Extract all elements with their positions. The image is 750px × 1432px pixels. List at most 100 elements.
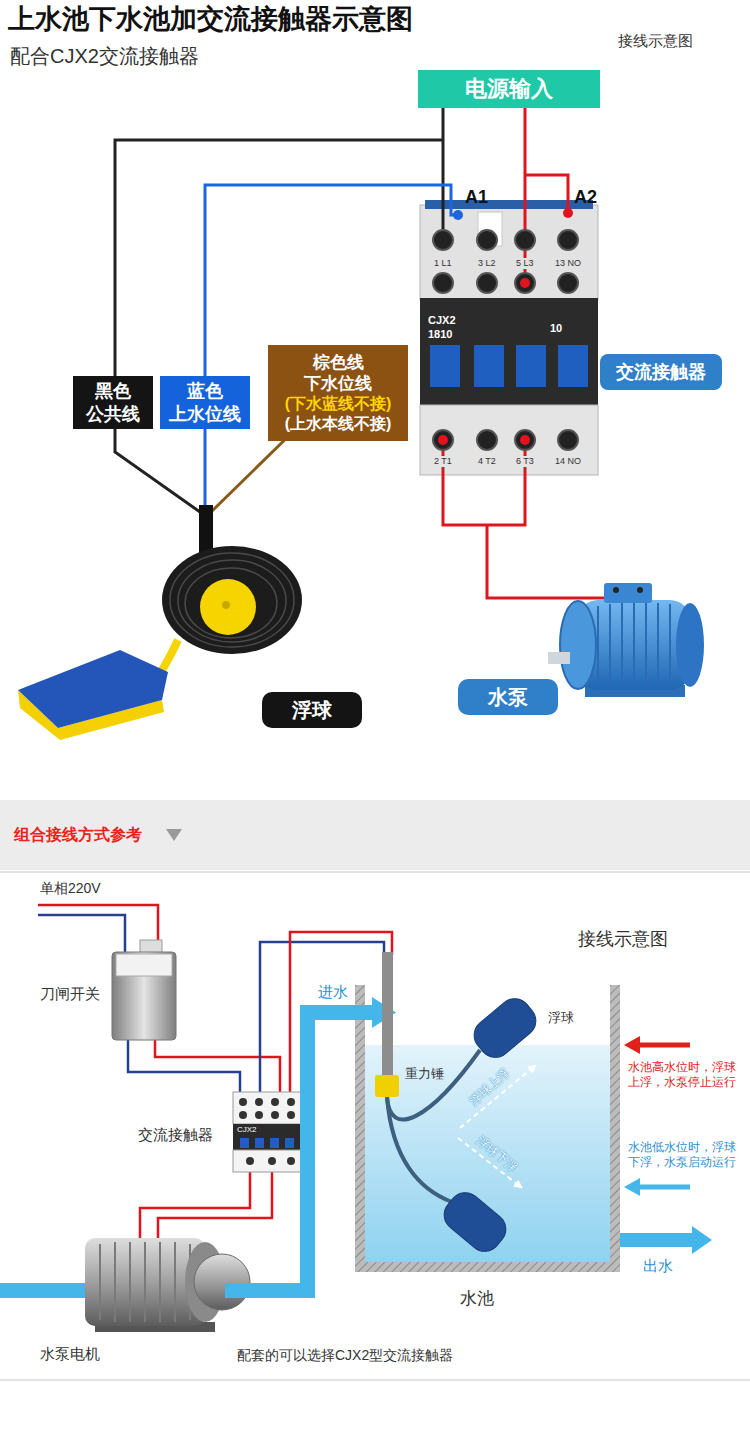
cable-coil-ring: [178, 560, 286, 642]
terminal-screw: [271, 1098, 279, 1106]
red-wire: [140, 1170, 250, 1240]
blue-wire: [128, 1040, 240, 1095]
node-text: 交流接触器: [616, 361, 706, 384]
flow-label: 进水: [318, 983, 348, 1002]
frame-line: [0, 871, 750, 873]
pipe: [0, 1283, 90, 1298]
wire-label-box: 黑色 公共线: [73, 376, 153, 429]
node-text: 组合接线方式参考: [14, 825, 142, 845]
terminal-screw: [477, 430, 497, 450]
corner-note: 接线示意图: [618, 32, 693, 51]
terminal-screw: [515, 430, 535, 450]
callout-box: 浮球: [262, 692, 362, 728]
terminal-screw: [287, 1157, 295, 1165]
terminal-name: 4 T2: [477, 456, 497, 467]
terminal-screw: [558, 273, 578, 293]
red-wire: [525, 100, 568, 283]
terminal-screw: [287, 1098, 295, 1106]
terminal-screw: [433, 430, 453, 450]
terminal-screw: [255, 1111, 263, 1119]
node-text: 棕色线 下水位线: [304, 352, 372, 395]
model-number: CJX2: [237, 1125, 257, 1135]
coil-hole: [222, 601, 230, 609]
terminal-screw: [239, 1098, 247, 1106]
terminal-screw: [268, 1157, 276, 1165]
node-text: (下水蓝线不接): [285, 394, 392, 414]
cable-coil: [162, 546, 302, 654]
wire-dot: [520, 435, 530, 445]
contactor-body: [233, 1124, 301, 1150]
high-level-arrowhead: [624, 1036, 640, 1054]
pump-face: [560, 601, 596, 689]
frame-line: [0, 1379, 750, 1381]
page-title: 上水池下水池加交流接触器示意图: [8, 3, 413, 37]
contactor-button: [558, 345, 588, 387]
float-ball: [468, 992, 543, 1064]
red-wire: [158, 1170, 272, 1240]
pump-fins: [598, 603, 670, 687]
contactor-body: [420, 298, 598, 410]
wire-label-box: 棕色线 下水位线(下水蓝线不接)(上水本线不接): [268, 345, 408, 441]
pump-cap: [676, 603, 704, 687]
wire-dot: [520, 278, 530, 288]
wire-dot: [453, 210, 463, 220]
tank-wall: [355, 1262, 620, 1272]
motor-fins: [100, 1242, 190, 1322]
float-cable: [387, 1050, 480, 1120]
pump-terminal: [613, 587, 619, 593]
section-title: 接线示意图: [578, 928, 668, 951]
part-name: 水池: [460, 1288, 494, 1309]
water: [365, 1045, 610, 1262]
flow-label: 出水: [643, 1257, 673, 1276]
section-band: [0, 800, 750, 870]
pipe: [300, 1005, 372, 1020]
terminal-screw: [477, 230, 497, 250]
part-name: 水泵电机: [40, 1345, 100, 1364]
black-wire: [115, 100, 443, 512]
float-cable: [387, 1097, 452, 1202]
cable-pole: [382, 952, 393, 1077]
section-heading-band: 组合接线方式参考: [0, 800, 750, 870]
terminal-screw: [558, 230, 578, 250]
terminal-name: 3 L2: [477, 258, 497, 269]
coil-disc: [200, 579, 256, 635]
wire-dot: [563, 208, 573, 218]
knife-switch: [112, 952, 176, 1040]
blue-wire: [205, 185, 458, 512]
callout-box: 水泵: [458, 679, 558, 715]
callout-box: 交流接触器: [600, 354, 722, 390]
float-body: [18, 650, 168, 728]
contactor-button: [474, 345, 504, 387]
note: 水池低水位时，浮球下浮，水泵启动运行: [628, 1140, 744, 1170]
terminal-name: 5 L3: [515, 258, 535, 269]
blue-wire: [38, 915, 125, 952]
part-name: 重力锤: [405, 1066, 444, 1082]
terminal-screw: [239, 1111, 247, 1119]
power-input-box: 电源输入: [418, 70, 600, 108]
note: 水池高水位时，浮球上浮，水泵停止运行: [628, 1060, 744, 1090]
subtitle: 配合CJX2交流接触器: [10, 44, 199, 69]
contactor-bottom-housing: [420, 405, 598, 475]
contactor-top-housing: [233, 1092, 301, 1124]
low-level-arrow: [640, 1185, 690, 1190]
terminal-name: 2 T1: [433, 456, 453, 467]
terminal-screw: [287, 1111, 295, 1119]
note: 配套的可以选择CJX2型交流接触器: [237, 1347, 453, 1365]
cable-coil-ring: [185, 568, 277, 638]
outlet-arrowhead: [692, 1226, 712, 1254]
terminal-screw: [255, 1098, 263, 1106]
node-text: 水泵: [488, 685, 528, 710]
node-text: (上水本线不接): [285, 414, 392, 434]
node-text: 蓝色 上水位线: [169, 380, 241, 425]
contactor-button: [255, 1138, 264, 1148]
terminal-screw: [433, 273, 453, 293]
rise-arrow: [460, 1065, 536, 1128]
contactor-button: [270, 1138, 279, 1148]
node-text: 黑色 公共线: [86, 380, 140, 425]
terminal-screw: [271, 1111, 279, 1119]
terminal-name: A1: [465, 186, 488, 209]
terminal-screw: [558, 430, 578, 450]
model-number: 10: [550, 322, 562, 336]
pipe: [620, 1233, 692, 1247]
